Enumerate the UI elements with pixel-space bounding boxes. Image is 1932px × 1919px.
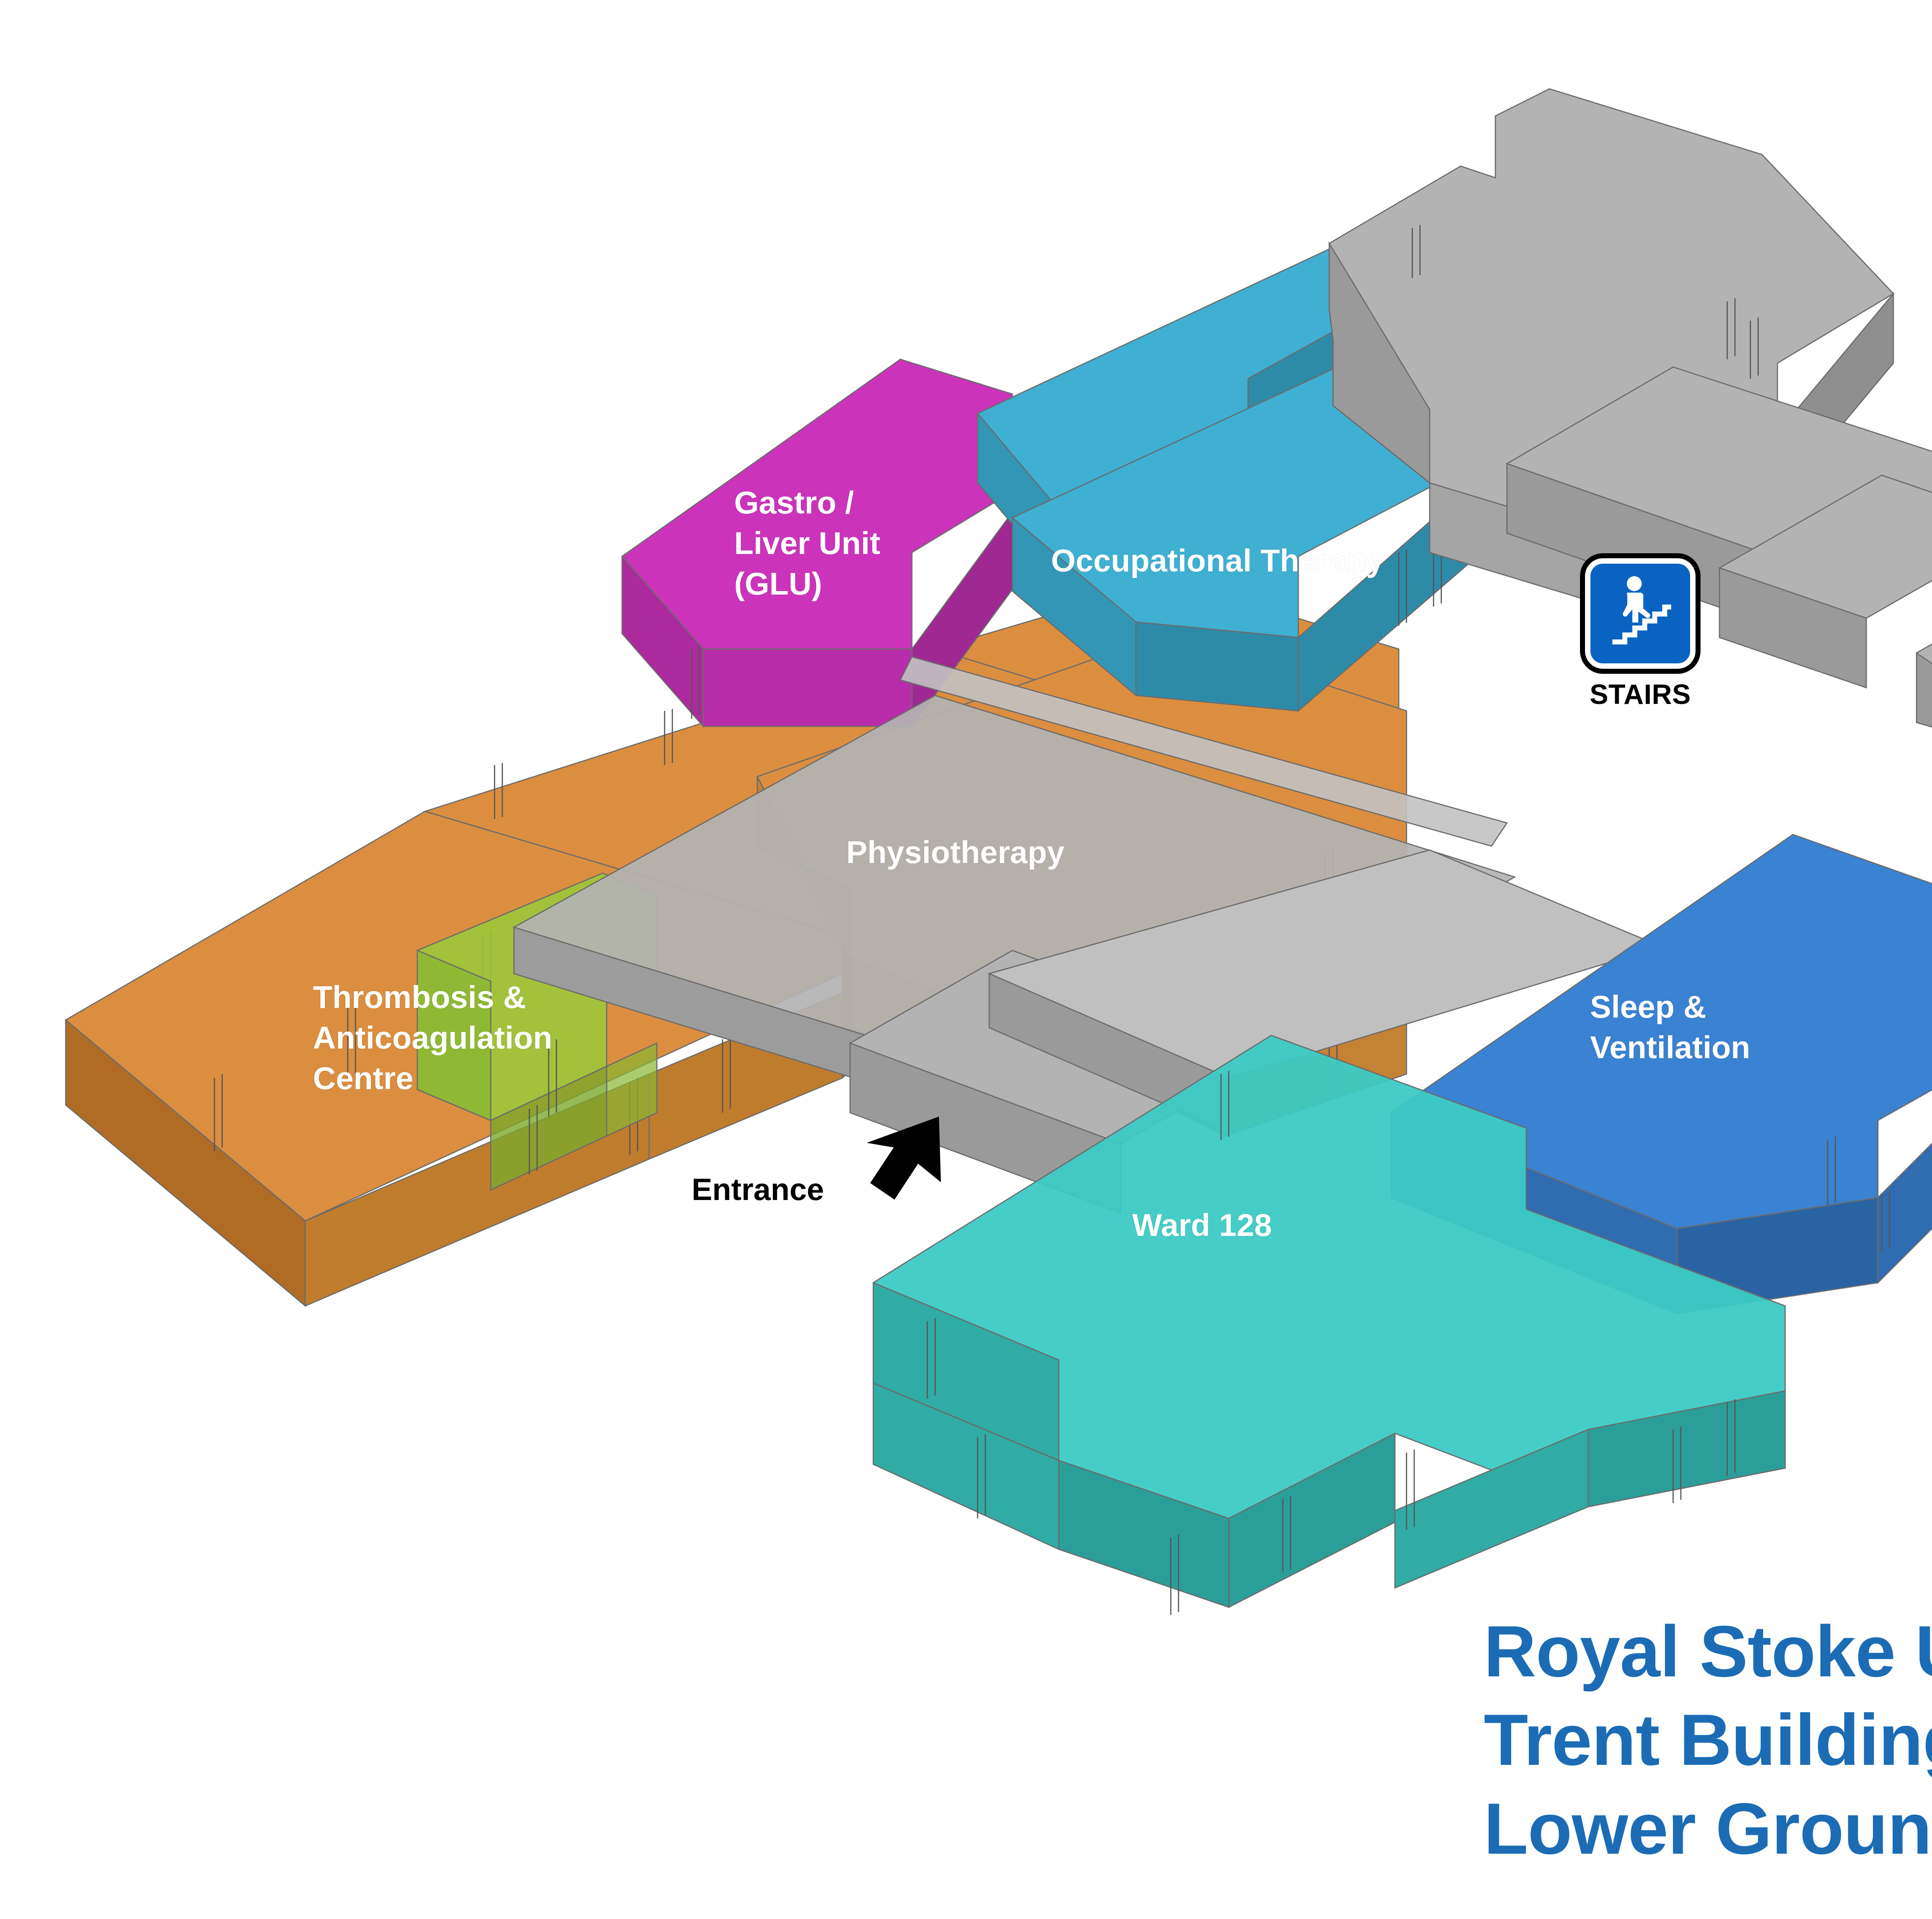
map-title-line3: Lower Ground [1484, 1788, 1932, 1869]
room-gastro-liver-unit[interactable] [621, 359, 1041, 728]
entrance-label-west: Entrance [692, 1172, 824, 1207]
sign-stairs-north[interactable]: STAIRS [1578, 558, 1702, 710]
wall-marks-green [529, 1039, 557, 1175]
wall-marks-blue [1827, 1137, 1890, 1252]
map-title-line2: Trent Building [1484, 1699, 1932, 1781]
sign-caption: STAIRS [1590, 679, 1691, 710]
room-thrombosis-anticoagulation[interactable] [417, 872, 658, 1191]
stairs-icon [1585, 558, 1696, 669]
wall-marks-grey-north [1412, 225, 1759, 379]
arrow-up-right-icon [867, 1117, 941, 1200]
map-title: Royal Stoke University Hospital Trent Bu… [1484, 1607, 1932, 1873]
corridor-north-east [1505, 366, 1932, 689]
wall-marks-teal [927, 1071, 1736, 1615]
room-ward-128[interactable] [872, 1035, 1786, 1608]
map-title-line1: Royal Stoke University Hospital [1484, 1611, 1932, 1692]
grey-block-east [1916, 643, 1932, 728]
